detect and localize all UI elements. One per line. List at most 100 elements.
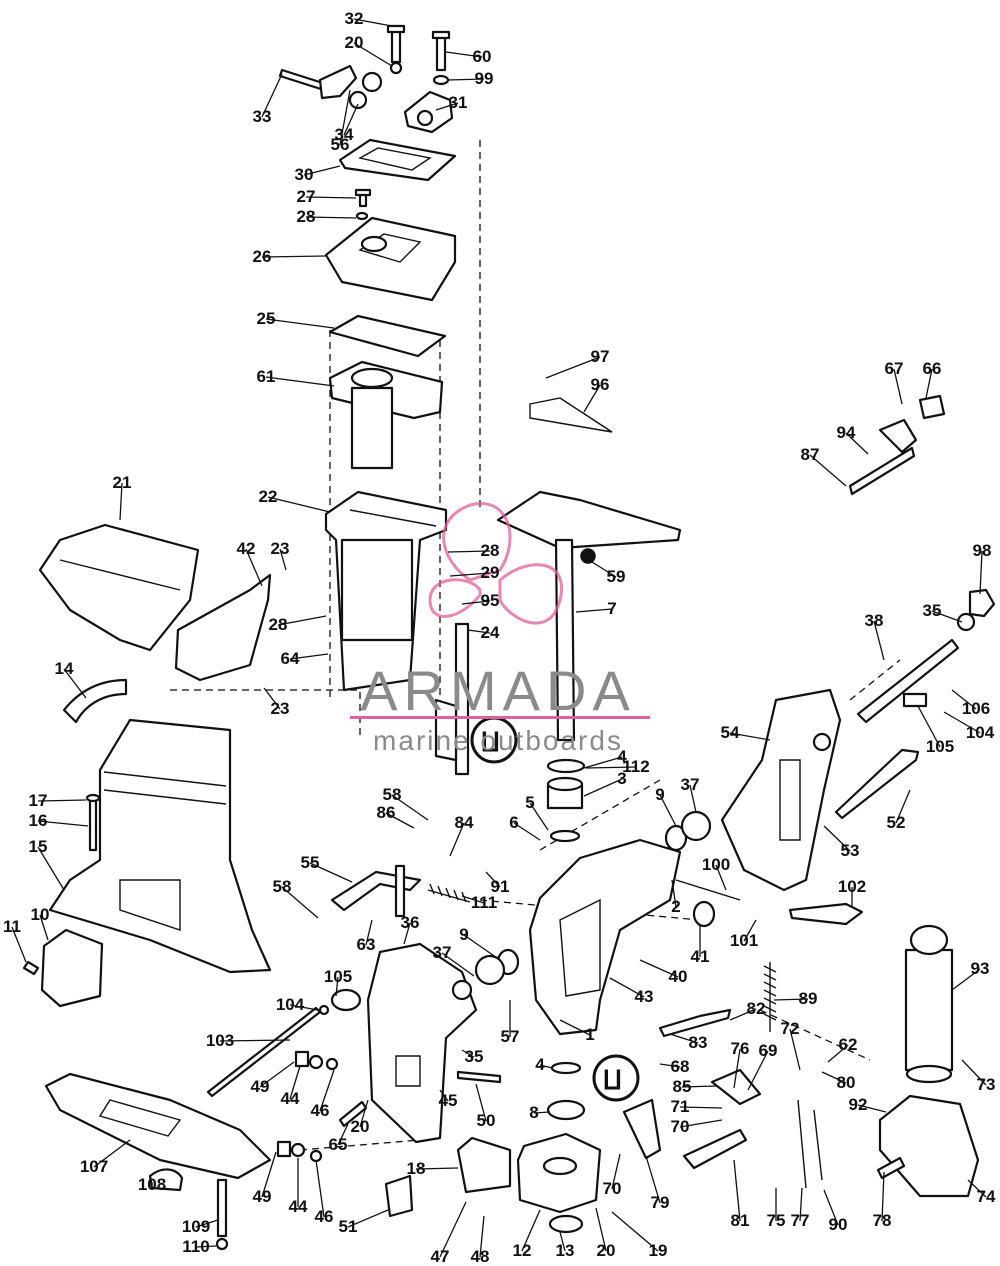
callout-leader-81 (733, 1159, 741, 1222)
callout-leader-13 (559, 1231, 566, 1252)
callout-leader-15 (37, 846, 65, 891)
callout-number-59: 59 (607, 567, 626, 586)
callout-number-36: 36 (401, 913, 420, 932)
callout-number-93: 93 (971, 959, 990, 978)
callout-leader-26 (261, 255, 327, 258)
callout-number-80: 80 (837, 1073, 856, 1092)
callout-leader-31 (435, 102, 459, 111)
callout-leader-42 (245, 548, 263, 587)
callout-leader-5 (529, 802, 549, 831)
callout-number-100: 100 (702, 855, 730, 874)
part-screw-11 (22, 960, 40, 976)
callout-number-6: 6 (509, 813, 518, 832)
part-oring-5 (549, 829, 581, 843)
callout-leader-6 (513, 822, 541, 841)
callout-leader-64 (289, 653, 329, 660)
callout-number-33: 33 (253, 107, 272, 126)
callout-number-75: 75 (767, 1211, 786, 1230)
callout-number-47: 47 (431, 1247, 450, 1266)
callout-leader-56 (339, 89, 351, 146)
callout-number-37: 37 (433, 943, 452, 962)
callout-leader-43 (609, 977, 645, 998)
callout-number-81: 81 (731, 1211, 750, 1230)
callout-number-67: 67 (885, 359, 904, 378)
callout-leader-84 (449, 822, 465, 857)
part-lower-cowl-21 (38, 523, 200, 652)
callout-leader-66 (925, 368, 933, 399)
callout-number-66: 66 (923, 359, 942, 378)
callout-leader-72 (789, 1028, 801, 1071)
callout-number-37: 37 (681, 775, 700, 794)
callout-leader-53 (823, 825, 851, 852)
part-lever-81 (682, 1128, 748, 1170)
callout-leader-99 (447, 78, 485, 81)
callout-leader-28 (447, 550, 491, 553)
callout-number-82: 82 (747, 999, 766, 1018)
callout-number-10: 10 (31, 905, 50, 924)
callout-number-94: 94 (837, 423, 856, 442)
callout-leader-11 (11, 926, 27, 963)
callout-leader-103 (219, 1039, 291, 1042)
callout-leader-20 (359, 1099, 369, 1128)
callout-leader-37 (689, 784, 697, 813)
callout-leader-3 (583, 778, 623, 797)
callout-leader-98 (979, 550, 983, 595)
callout-leader-80 (821, 1071, 847, 1084)
callout-number-13: 13 (556, 1241, 575, 1260)
part-spring-111 (427, 883, 471, 903)
callout-leader-77 (799, 1187, 803, 1222)
part-lever-79 (622, 1098, 662, 1160)
part-bushing-8 (546, 1099, 586, 1121)
callout-number-76: 76 (731, 1039, 750, 1058)
callout-number-53: 53 (841, 841, 860, 860)
callout-leader-46 (315, 1159, 325, 1218)
part-wire-96 (529, 397, 613, 433)
part-lever-94 (848, 418, 918, 496)
callout-number-7: 7 (607, 599, 616, 618)
callout-number-104: 104 (276, 995, 305, 1014)
callout-number-20: 20 (351, 1117, 370, 1136)
callout-number-20: 20 (345, 33, 364, 52)
callout-number-30: 30 (295, 165, 314, 184)
part-bolt-32 (386, 24, 406, 64)
part-tilt-rod-52 (834, 748, 920, 820)
callout-number-5: 5 (525, 793, 534, 812)
callout-number-11: 11 (3, 917, 21, 936)
callout-number-19: 19 (649, 1241, 668, 1260)
callout-leader-95 (461, 600, 491, 605)
callout-leader-25 (265, 318, 335, 329)
callout-number-92: 92 (849, 1095, 868, 1114)
callout-number-43: 43 (635, 987, 654, 1006)
watermark-brand: ARMADA (360, 659, 636, 722)
callout-number-96: 96 (591, 375, 610, 394)
callout-leader-62 (827, 1044, 849, 1063)
callout-leader-8 (533, 1111, 551, 1114)
callout-number-73: 73 (977, 1075, 996, 1094)
callout-number-63: 63 (357, 935, 376, 954)
callout-number-64: 64 (281, 649, 300, 668)
callout-leader-87 (809, 454, 847, 487)
callout-number-8: 8 (529, 1103, 538, 1122)
part-stern-bracket-54 (720, 688, 842, 892)
callout-leader-111 (461, 895, 485, 904)
callout-leader-32 (353, 18, 393, 27)
part-gasket-25 (328, 314, 447, 358)
callout-leader-22 (267, 496, 331, 513)
callout-number-9: 9 (655, 785, 664, 804)
part-bolt-108 (216, 1178, 228, 1238)
part-rod-102 (788, 902, 864, 926)
callout-leader-35 (931, 610, 963, 623)
part-pivot-13-12 (516, 1132, 602, 1234)
callout-number-16: 16 (29, 811, 48, 830)
callout-leader-38 (873, 620, 885, 661)
callout-number-68: 68 (671, 1057, 690, 1076)
callout-leader-2 (671, 879, 677, 908)
callout-leader-18 (415, 1167, 459, 1170)
callout-leader-40 (639, 959, 679, 978)
callout-number-14: 14 (55, 659, 74, 678)
part-gasket-30 (338, 138, 457, 182)
part-tilt-lever-55 (330, 864, 422, 918)
callout-leader-10 (39, 914, 49, 941)
